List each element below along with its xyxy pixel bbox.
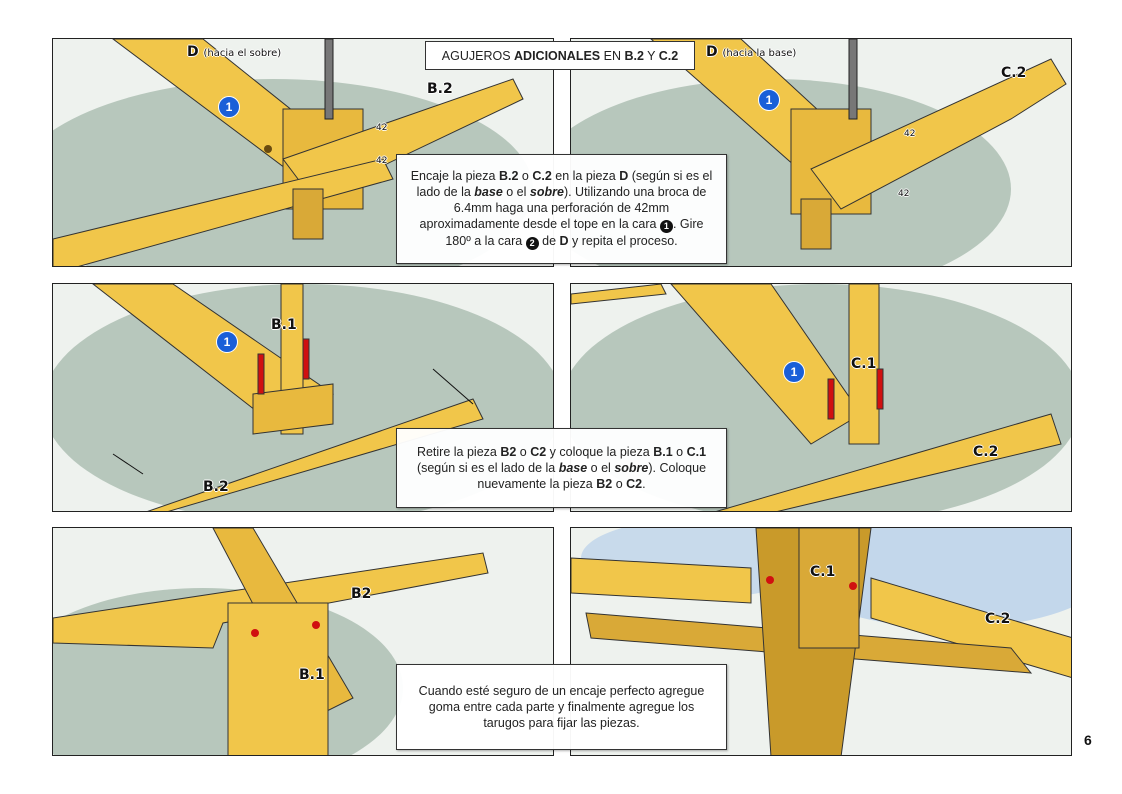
title-text: Y: [643, 48, 659, 63]
title-text: AGUJEROS: [441, 48, 511, 63]
label-b1: B.1: [299, 667, 325, 683]
text: B2: [596, 477, 613, 491]
label-d-note: (hacia el sobre): [203, 48, 282, 59]
text: base: [474, 185, 503, 199]
text: Retire la pieza: [416, 445, 501, 459]
panel-step3-c: C.1 C.2: [570, 527, 1072, 756]
text: base: [558, 461, 588, 475]
text: B2: [500, 445, 517, 459]
illustration-c-assembled: [571, 528, 1071, 755]
text: . Gire 180º a la cara: [445, 217, 707, 248]
text: B.2: [498, 169, 519, 183]
text: de: [538, 234, 560, 248]
text: .: [642, 477, 646, 491]
text: y repita el proceso.: [568, 234, 678, 248]
dimension-label: 42: [376, 123, 388, 133]
panel-step3-b: B2 B.1: [52, 527, 554, 756]
label-c2: C.2: [1001, 65, 1027, 81]
label-d-note: (hacia la base): [722, 48, 797, 59]
text: en la pieza: [551, 169, 620, 183]
label-b1: B.1: [271, 317, 297, 333]
text: B.1: [653, 445, 673, 459]
face-1-icon: 1: [659, 220, 673, 233]
text: Encaje la pieza: [410, 169, 499, 183]
face-badge: 1: [758, 89, 780, 111]
page-title: AGUJEROS ADICIONALES EN B.2 Y C.2: [425, 41, 695, 70]
text: C2: [626, 477, 643, 491]
face-badge: 1: [216, 331, 238, 353]
instruction-step3: Cuando esté seguro de un encaje perfecto…: [396, 664, 727, 750]
label-c2: C.2: [985, 611, 1011, 627]
label-d: D: [706, 44, 718, 60]
text: (según si es el lado de la: [416, 169, 716, 199]
title-bold: B.2: [624, 48, 644, 63]
face-2-icon: 2: [525, 237, 539, 250]
text: o: [672, 445, 687, 459]
text: o: [518, 169, 533, 183]
dimension-label: 42: [376, 156, 388, 166]
illustration-b-assembled: [53, 528, 553, 755]
text: sobre: [529, 185, 564, 199]
text: C.1: [686, 445, 707, 459]
face-badge: 1: [218, 96, 240, 118]
text: o el: [587, 461, 615, 475]
instruction-step2: Retire la pieza B2 o C2 y coloque la pie…: [396, 428, 727, 508]
text: o el: [502, 185, 530, 199]
label-b2: B2: [351, 586, 372, 602]
title-bold: C.2: [658, 48, 679, 63]
text: C2: [530, 445, 547, 459]
dimension-label: 42: [898, 189, 910, 199]
page-number: 6: [1084, 732, 1092, 748]
label-c2: C.2: [973, 444, 999, 460]
text: sobre: [614, 461, 649, 475]
label-b2: B.2: [203, 479, 229, 495]
face-badge: 1: [783, 361, 805, 383]
label-c1: C.1: [851, 356, 877, 372]
text: D: [559, 234, 569, 248]
text: C.2: [532, 169, 552, 183]
label-c1: C.1: [810, 564, 836, 580]
dimension-label: 42: [904, 129, 916, 139]
text: ). Coloque nuevamente la pieza: [477, 461, 710, 491]
panel-step1-b2: D (hacia el sobre) B.2 1 42 42: [52, 38, 554, 267]
title-bold: ADICIONALES: [514, 48, 601, 63]
label-b2: B.2: [427, 81, 453, 97]
text: ). Utilizando una broca de 6.4mm haga un…: [419, 185, 710, 231]
title-text: EN: [600, 48, 625, 63]
text: Cuando esté seguro de un encaje perfecto…: [418, 684, 705, 730]
text: o: [612, 477, 627, 491]
text: o: [516, 445, 531, 459]
text: D: [619, 169, 629, 183]
instruction-step1: Encaje la pieza B.2 o C.2 en la pieza D …: [396, 154, 727, 264]
text: y coloque la pieza: [546, 445, 654, 459]
text: (según si es el lado de la: [416, 445, 710, 475]
label-d: D: [187, 44, 199, 60]
